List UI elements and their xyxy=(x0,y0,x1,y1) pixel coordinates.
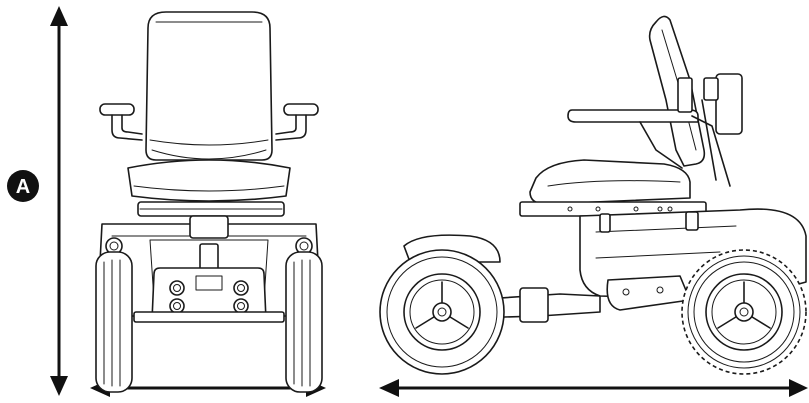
front-wheel-left xyxy=(95,251,133,393)
front-wheel-right xyxy=(285,251,323,393)
front-armrest-left xyxy=(99,103,143,141)
height-label: A xyxy=(16,176,30,198)
side-seat-cushion xyxy=(529,159,691,205)
height-arrow xyxy=(50,6,68,396)
wheelchair-side-view xyxy=(379,15,807,375)
front-backrest xyxy=(145,11,273,161)
front-seat-cushion xyxy=(127,159,291,202)
side-backrest xyxy=(648,15,706,167)
length-arrow xyxy=(379,379,808,397)
height-label-badge: A xyxy=(7,170,39,202)
side-armrest xyxy=(567,109,699,123)
side-front-wheel xyxy=(379,249,505,375)
wheelchair-front-view xyxy=(95,11,323,393)
side-rear-wheel xyxy=(681,249,807,375)
front-armrest-right xyxy=(275,103,319,141)
